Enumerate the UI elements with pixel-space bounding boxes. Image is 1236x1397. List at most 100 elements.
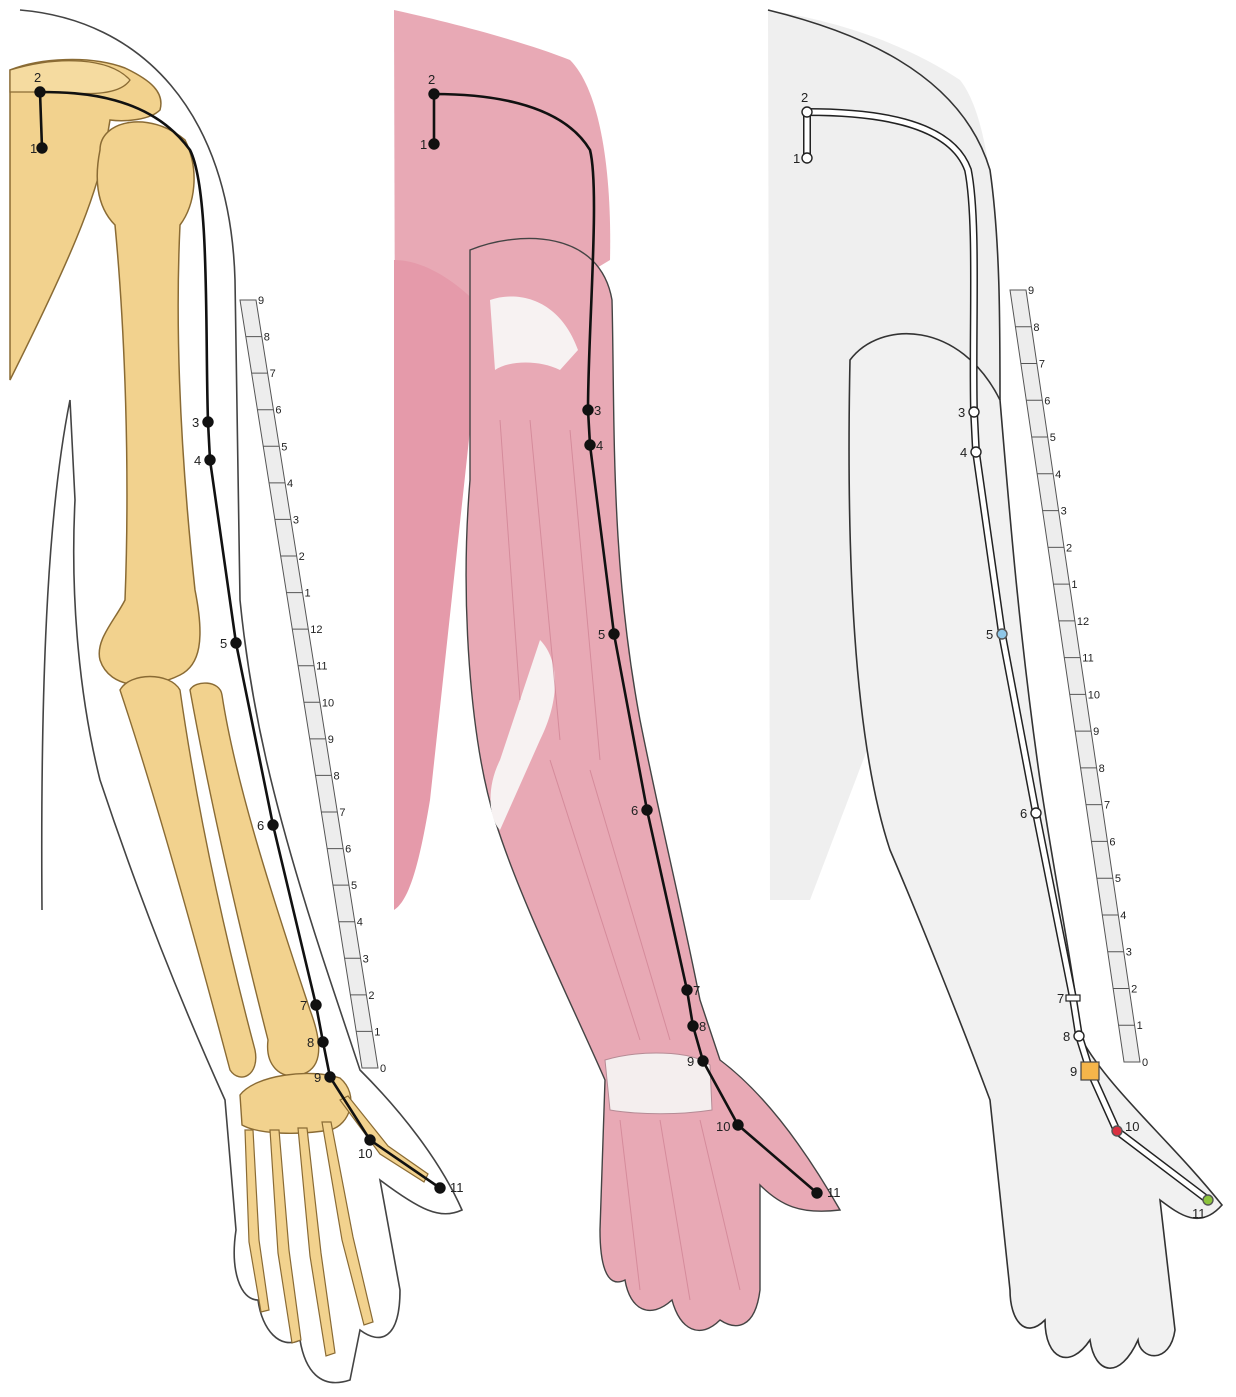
- retinaculum: [605, 1053, 712, 1114]
- surface-scale-label: 6: [1109, 836, 1115, 848]
- muscle-acupoint-label-7: 7: [693, 983, 700, 998]
- humerus: [97, 122, 200, 685]
- skeleton-scale-label: 2: [299, 551, 305, 563]
- skeleton-acupoint-3: [203, 417, 213, 427]
- skeleton-acupoint-label-11: 11: [450, 1180, 464, 1195]
- muscle-acupoint-label-11: 11: [827, 1185, 841, 1200]
- surface-scale-label: 10: [1088, 689, 1100, 701]
- surface-acupoint-label-8: 8: [1063, 1029, 1070, 1044]
- surface-acupoint-3: [969, 407, 979, 417]
- surface-scale-label: 2: [1131, 983, 1137, 995]
- skeleton-scale-label: 4: [357, 917, 363, 929]
- skeleton-acupoint-label-6: 6: [257, 818, 264, 833]
- skeleton-acupoint-5: [231, 638, 241, 648]
- muscle-acupoint-2: [429, 89, 439, 99]
- surface-acupoint-label-11: 11: [1192, 1206, 1206, 1221]
- muscle-acupoint-11: [812, 1188, 822, 1198]
- surface-scale-label: 11: [1082, 653, 1093, 665]
- skeleton-acupoint-label-8: 8: [307, 1035, 314, 1050]
- skeleton-scale-label: 10: [322, 697, 334, 709]
- skeleton-scale-label: 7: [339, 807, 345, 819]
- surface-acupoint-label-2: 2: [801, 90, 808, 105]
- surface-acupoint-1: [802, 153, 812, 163]
- surface-scale-label: 1: [1137, 1020, 1143, 1032]
- surface-scale-label: 4: [1120, 910, 1126, 922]
- skeleton-acupoint-7: [311, 1000, 321, 1010]
- skeleton-scale-label: 3: [363, 953, 369, 965]
- skeleton-scale-label: 6: [275, 405, 281, 417]
- surface-scale-label: 12: [1077, 616, 1089, 628]
- skeleton-scale-label: 3: [293, 514, 299, 526]
- surface-scale-label: 7: [1039, 359, 1045, 371]
- surface-acupoint-5: [997, 629, 1007, 639]
- surface-acupoint-8: [1074, 1031, 1084, 1041]
- surface-acupoint-label-6: 6: [1020, 806, 1027, 821]
- surface-scale-label: 1: [1071, 579, 1077, 591]
- muscle-acupoint-label-4: 4: [596, 438, 603, 453]
- muscle-acupoint-7: [682, 985, 692, 995]
- surface-acupoint-10: [1112, 1126, 1122, 1136]
- surface-arm: [849, 334, 1222, 1368]
- skeleton-scale-label: 7: [270, 368, 276, 380]
- skeleton-scale-label: 6: [345, 844, 351, 856]
- skeleton-acupoint-label-7: 7: [300, 998, 307, 1013]
- surface-acupoint-11: [1203, 1195, 1213, 1205]
- surface-acupoint-label-10: 10: [1125, 1119, 1139, 1134]
- muscle-acupoint-label-5: 5: [598, 627, 605, 642]
- surface-scale-label: 6: [1044, 395, 1050, 407]
- skeleton-acupoint-4: [205, 455, 215, 465]
- surface-scale-label: 3: [1126, 947, 1132, 959]
- hand-bones: [245, 1096, 428, 1356]
- skeleton-scale-label: 2: [368, 990, 374, 1002]
- skeleton-scale-label: 5: [351, 880, 357, 892]
- surface-acupoint-label-3: 3: [958, 405, 965, 420]
- muscle-acupoint-label-1: 1: [420, 137, 427, 152]
- surface-acupoint-label-1: 1: [793, 151, 800, 166]
- muscle-acupoint-label-10: 10: [716, 1119, 730, 1134]
- surface-scale-label: 8: [1033, 322, 1039, 334]
- muscle-acupoint-6: [642, 805, 652, 815]
- muscle-acupoint-1: [429, 139, 439, 149]
- muscle-acupoint-label-8: 8: [699, 1019, 706, 1034]
- muscle-acupoint-10: [733, 1120, 743, 1130]
- surface-acupoint-label-9: 9: [1070, 1064, 1077, 1079]
- muscle-acupoint-label-9: 9: [687, 1054, 694, 1069]
- surface-acupoint-7: [1066, 995, 1080, 1001]
- skeleton-scale-label: 11: [316, 661, 327, 673]
- surface-scale-label: 9: [1093, 726, 1099, 738]
- surface-acupoint-4: [971, 447, 981, 457]
- surface-acupoint-label-4: 4: [960, 445, 967, 460]
- skeleton-scale-label: 8: [264, 332, 270, 344]
- skeleton-acupoint-9: [325, 1072, 335, 1082]
- skeleton-acupoint-10: [365, 1135, 375, 1145]
- skeleton-acupoint-label-9: 9: [314, 1070, 321, 1085]
- surface-acupoint-9: [1081, 1062, 1099, 1080]
- skeleton-scale-label: 1: [304, 588, 310, 600]
- muscle-acupoint-5: [609, 629, 619, 639]
- skeleton-scale-label: 1: [374, 1026, 380, 1038]
- skeleton-scale-label: 5: [281, 441, 287, 453]
- skeleton-acupoint-label-10: 10: [358, 1146, 372, 1161]
- surface-acupoint-label-5: 5: [986, 627, 993, 642]
- surface-scale-label: 5: [1050, 432, 1056, 444]
- skeleton-acupoint-2: [35, 87, 45, 97]
- skeleton-scale-label: 9: [328, 734, 334, 746]
- surface-acupoint-6: [1031, 808, 1041, 818]
- surface-scale-label: 3: [1061, 506, 1067, 518]
- skeleton-acupoint-label-3: 3: [192, 415, 199, 430]
- muscle-acupoint-label-6: 6: [631, 803, 638, 818]
- skeleton-acupoint-label-1: 1: [30, 141, 37, 156]
- skeleton-acupoint-8: [318, 1037, 328, 1047]
- skeleton-scale-label: 12: [310, 624, 322, 636]
- surface-scale-label: 4: [1055, 469, 1061, 481]
- surface-scale-label: 9: [1028, 285, 1034, 297]
- skeleton-acupoint-6: [268, 820, 278, 830]
- skeleton-acupoint-11: [435, 1183, 445, 1193]
- muscle-acupoint-9: [698, 1056, 708, 1066]
- surface-acupoint-2: [802, 107, 812, 117]
- surface-scale-label: 2: [1066, 542, 1072, 554]
- surface-scale-label: 7: [1104, 800, 1110, 812]
- skeleton-acupoint-label-5: 5: [220, 636, 227, 651]
